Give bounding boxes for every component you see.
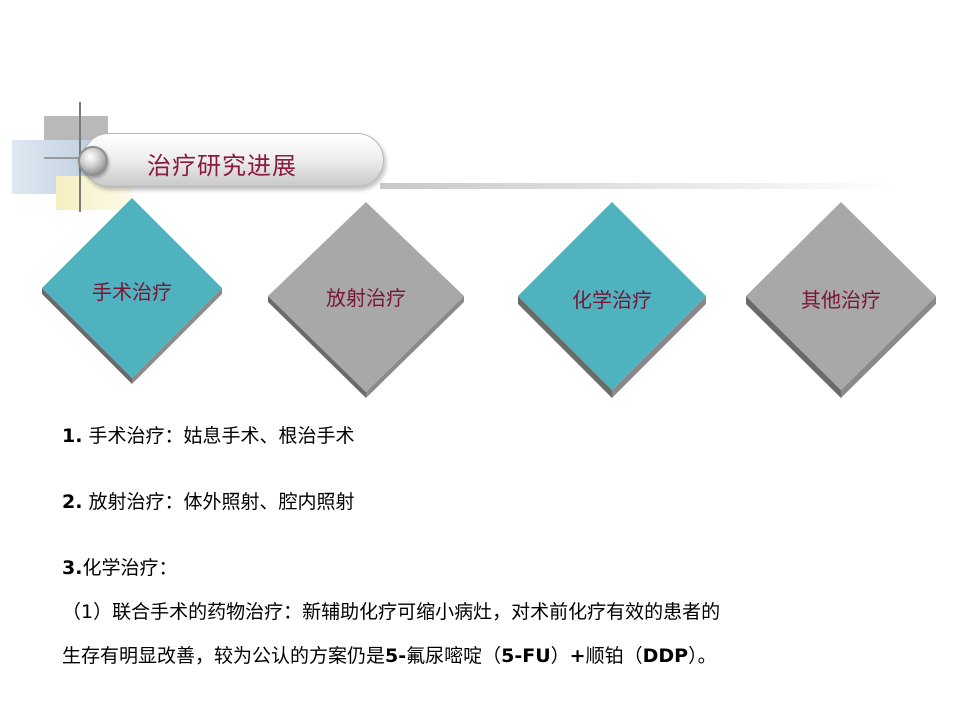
diamond-chemo: 化学治疗	[516, 202, 708, 398]
text-line-surgery: 1. 手术治疗：姑息手术、根治手术	[62, 421, 355, 448]
diamond-side	[746, 296, 841, 398]
diamond-side	[841, 296, 936, 398]
list-text: 放射治疗：体外照射、腔内照射	[82, 491, 355, 513]
slide-title: 治疗研究进展	[147, 152, 297, 180]
diamond-surgery: 手术治疗	[40, 198, 224, 384]
diamond-shape	[268, 202, 464, 398]
diamond-side	[42, 288, 132, 384]
bold-term: 5-FU	[501, 645, 551, 667]
paragraph-text: 生存有明显改善，较为公认的方案仍是	[62, 645, 386, 667]
diamond-label: 放射治疗	[326, 286, 406, 310]
diamond-side	[268, 296, 366, 398]
diamond-face	[42, 198, 222, 378]
diamond-other: 其他治疗	[744, 202, 938, 398]
decorative-line-horizontal	[44, 157, 84, 159]
diamond-shape	[518, 202, 706, 398]
diamond-label: 手术治疗	[92, 280, 172, 304]
paragraph-text: 氟尿嘧啶（	[406, 645, 502, 667]
diamond-side	[366, 296, 464, 398]
text-line-chemo-detail-2: 生存有明显改善，较为公认的方案仍是5-氟尿嘧啶（5-FU）+顺铂（DDP）。	[62, 641, 717, 668]
diamond-side	[612, 296, 706, 398]
bold-term: 5-	[385, 645, 407, 667]
text-line-chemo-detail-1: （1）联合手术的药物治疗：新辅助化疗可缩小病灶，对术前化疗有效的患者的	[62, 597, 720, 624]
diamond-label: 其他治疗	[801, 288, 881, 312]
list-text: 手术治疗：姑息手术、根治手术	[82, 425, 355, 447]
paragraph-text: ）	[550, 645, 570, 667]
bold-term: DDP	[642, 645, 689, 667]
diamond-side	[132, 288, 222, 384]
title-banner: 治疗研究进展	[82, 133, 384, 187]
bold-term: +	[569, 645, 586, 667]
diamond-radiation: 放射治疗	[266, 202, 466, 398]
diamond-face	[268, 202, 464, 392]
text-line-chemo: 3.化学治疗：	[62, 553, 177, 580]
diamond-face	[518, 202, 706, 390]
paragraph-text: 顺铂（	[585, 645, 643, 667]
text-line-radiation: 2. 放射治疗：体外照射、腔内照射	[62, 487, 355, 514]
diamond-face	[746, 202, 936, 390]
list-number: 1.	[62, 425, 83, 447]
paragraph-text: ）。	[688, 645, 717, 667]
diamond-label: 化学治疗	[572, 288, 652, 312]
diamond-shape	[746, 202, 936, 398]
title-underline	[380, 183, 900, 189]
bullet-knob-icon	[78, 146, 108, 176]
paragraph-text: （1）联合手术的药物治疗：新辅助化疗可缩小病灶，对术前化疗有效的患者的	[62, 601, 721, 623]
diamond-shape	[42, 198, 222, 384]
diamond-side	[518, 296, 612, 398]
list-number: 3.	[62, 557, 83, 579]
list-text: 化学治疗：	[82, 557, 178, 579]
list-number: 2.	[62, 491, 83, 513]
